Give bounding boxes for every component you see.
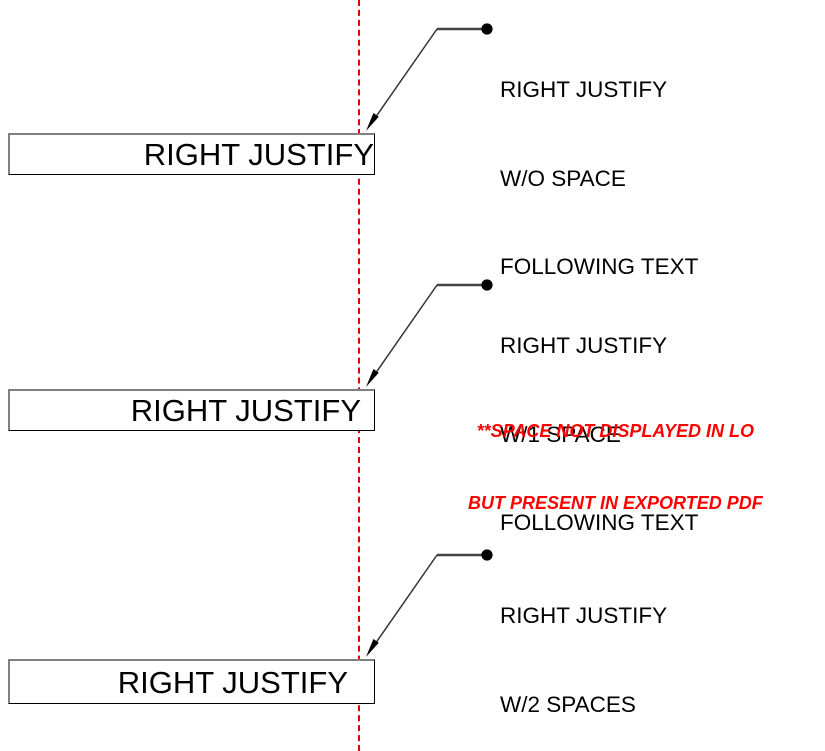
note-line: **SPACE NOT DISPLAYED IN LO xyxy=(476,421,755,441)
callout-two-spaces: RIGHT JUSTIFY W/2 SPACES FOLLOWING TEXT xyxy=(500,542,698,751)
callout-line: FOLLOWING TEXT xyxy=(500,254,699,279)
text-frame-label: RIGHT JUSTIFY xyxy=(130,393,361,428)
callout-line: RIGHT JUSTIFY xyxy=(500,603,668,628)
text-frame-label: RIGHT JUSTIFY xyxy=(143,137,374,172)
leader-arrowhead-icon xyxy=(366,113,379,131)
leader-bullet-dot-icon xyxy=(481,279,493,291)
callout-line: RIGHT JUSTIFY xyxy=(500,77,668,102)
text-frame-two-spaces[interactable]: RIGHT JUSTIFY xyxy=(8,659,375,704)
callout-one-space: RIGHT JUSTIFY W/1 SPACE FOLLOWING TEXT xyxy=(500,272,698,597)
note-space-not-displayed: **SPACE NOT DISPLAYED IN LO BUT PRESENT … xyxy=(468,371,763,563)
text-frame-label: RIGHT JUSTIFY xyxy=(117,664,348,700)
callout-line: RIGHT JUSTIFY xyxy=(500,333,668,358)
leader-arrowhead-icon xyxy=(366,639,379,657)
leader-diagonal-segment xyxy=(375,554,438,644)
callout-line: W/2 SPACES xyxy=(500,691,636,717)
leader-bullet-dot-icon xyxy=(481,23,493,35)
callout-no-space: RIGHT JUSTIFY W/O SPACE FOLLOWING TEXT xyxy=(500,16,698,341)
note-line: BUT PRESENT IN EXPORTED PDF xyxy=(468,493,763,513)
right-margin-guide-line xyxy=(358,0,360,751)
leader-diagonal-segment xyxy=(375,284,438,374)
leader-diagonal-segment xyxy=(375,28,438,118)
text-frame-one-space[interactable]: RIGHT JUSTIFY xyxy=(8,389,375,431)
leader-arrowhead-icon xyxy=(366,369,379,387)
callout-line: W/O SPACE xyxy=(500,165,626,191)
callout-line: FOLLOWING TEXT xyxy=(500,510,699,535)
text-frame-no-space[interactable]: RIGHT JUSTIFY xyxy=(8,133,375,175)
callout-line: W/1 SPACE xyxy=(500,421,621,447)
